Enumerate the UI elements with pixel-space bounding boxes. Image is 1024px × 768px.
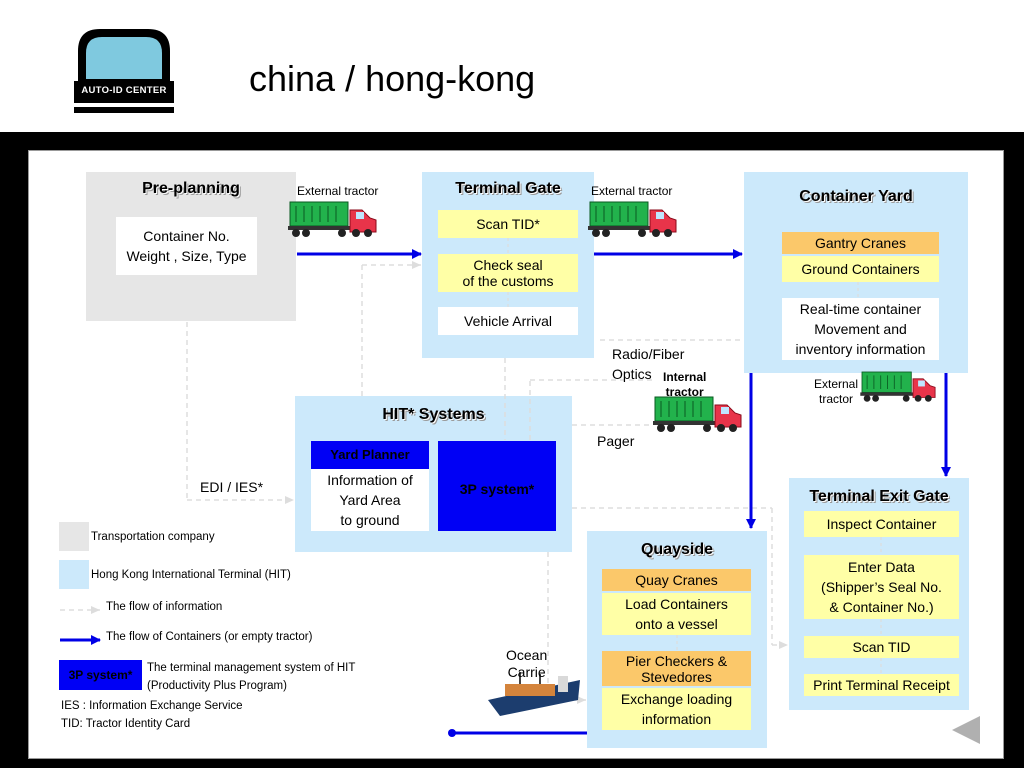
realtime-line-1: Real-time container: [799, 301, 922, 317]
ocean-carrier-label: Ocean Carrie: [506, 647, 547, 681]
gantry-cranes-box: Gantry Cranes: [782, 232, 939, 254]
print-receipt-box: Print Terminal Receipt: [804, 674, 959, 696]
legend-container-flow-text: The flow of Containers (or empty tractor…: [106, 631, 313, 643]
optics-line: Optics: [612, 366, 652, 382]
weight-size-type-text: Weight , Size, Type: [126, 248, 247, 264]
pier-checkers-box: Pier Checkers & Stevedores: [602, 651, 751, 686]
external-tractor-label-1: External tractor: [297, 184, 379, 198]
pier-line-1: Pier Checkers &: [625, 652, 728, 669]
inspect-container-box: Inspect Container: [804, 511, 959, 537]
vehicle-arrival-text: Vehicle Arrival: [464, 313, 552, 329]
container-no-text: Container No.: [143, 228, 230, 244]
quayside-panel: Quayside Quay Cranes Load Containers ont…: [587, 531, 767, 748]
exit-gate-panel: Terminal Exit Gate Inspect Container Ent…: [789, 478, 969, 710]
legend-threep-desc: The terminal management system of HIT (P…: [147, 659, 355, 695]
legend-threep-box: 3P system*: [59, 660, 142, 690]
ground-containers-box: Ground Containers: [782, 256, 939, 282]
threep-system-text: 3P system*: [459, 481, 535, 497]
scan-tid-exit-box: Scan TID: [804, 636, 959, 658]
carrier-line: Carrie: [507, 664, 546, 680]
legend-blue-swatch: [59, 560, 89, 589]
inspect-container-text: Inspect Container: [826, 516, 937, 532]
enter-data-box: Enter Data (Shipper’s Seal No. & Contain…: [804, 555, 959, 619]
scan-tid-text: Scan TID*: [476, 216, 540, 232]
legend-threep-desc-line-1: The terminal management system of HIT: [147, 662, 356, 674]
exit-gate-title: Terminal Exit Gate: [809, 488, 949, 505]
enter-line-1: Enter Data: [848, 559, 915, 575]
legend-transport-text: Transportation company: [91, 531, 215, 543]
terminal-gate-title: Terminal Gate: [455, 180, 561, 197]
external-label-line: External: [814, 377, 859, 391]
yard-planner-box: Yard Planner: [311, 441, 429, 469]
page-title: china / hong-kong: [249, 58, 536, 99]
preplanning-title: Pre-planning: [142, 180, 240, 197]
terminal-gate-panel: Terminal Gate Scan TID* Check seal of th…: [422, 172, 594, 358]
scan-tid-exit-text: Scan TID: [852, 639, 911, 655]
previous-slide-icon: [952, 716, 980, 744]
ship-icon: [488, 672, 580, 716]
exchange-line-2: information: [641, 711, 712, 727]
enter-line-2: (Shipper’s Seal No.: [821, 579, 942, 595]
gantry-cranes-text: Gantry Cranes: [814, 235, 907, 251]
legend-grey-swatch: [59, 522, 89, 551]
vehicle-arrival-box: Vehicle Arrival: [438, 307, 578, 335]
quay-cranes-text: Quay Cranes: [635, 572, 718, 588]
customs-text: of the customs: [462, 273, 554, 289]
external-tractor-label-3: External tractor: [814, 377, 858, 407]
yard-info-line-1: Information of: [327, 472, 413, 488]
external-tractor-label-2: External tractor: [591, 184, 673, 198]
ground-containers-text: Ground Containers: [801, 261, 920, 277]
load-line-2: onto a vessel: [635, 616, 718, 632]
yard-info-line-3: to ground: [340, 512, 400, 528]
yard-info-line-2: Yard Area: [339, 492, 401, 508]
pier-line-2: Stevedores: [641, 668, 712, 685]
legend-threep-text: 3P system*: [68, 668, 133, 682]
legend-info-flow-text: The flow of information: [106, 601, 223, 613]
container-yard-title: Container Yard: [799, 188, 913, 205]
internal-tractor-label-line: tractor: [665, 385, 704, 399]
realtime-line-3: inventory information: [795, 341, 926, 357]
radio-fiber-line: Radio/Fiber: [612, 346, 685, 362]
check-seal-text: Check seal: [473, 257, 543, 273]
realtime-info-box: Real-time container Movement and invento…: [782, 298, 939, 360]
internal-tractor-label: Internal tractor: [663, 370, 706, 400]
exchange-loading-box: Exchange loading information: [602, 688, 751, 730]
realtime-line-2: Movement and: [814, 321, 907, 337]
internal-tractor-truck: [652, 396, 742, 433]
external-tractor-truck-1: [287, 201, 377, 238]
legend-hit-text: Hong Kong International Terminal (HIT): [91, 569, 291, 581]
yard-info-box: Information of Yard Area to ground: [311, 469, 429, 531]
pager-label: Pager: [597, 433, 635, 449]
load-line-1: Load Containers: [625, 596, 728, 612]
preplanning-panel: Pre-planning Container No. Weight , Size…: [86, 172, 296, 321]
yard-planner-text: Yard Planner: [330, 447, 410, 462]
logo-text: AUTO-ID CENTER: [81, 85, 167, 96]
scan-tid-box: Scan TID*: [438, 210, 578, 238]
auto-id-center-logo: AUTO-ID CENTER: [74, 27, 174, 113]
legend-ies-text: IES : Information Exchange Service: [61, 700, 243, 712]
legend-tid-text: TID: Tractor Identity Card: [61, 718, 191, 730]
legend-threep-desc-line-2: (Productivity Plus Program): [147, 680, 287, 692]
tractor-label-line: tractor: [819, 392, 854, 406]
threep-system-box: 3P system*: [438, 441, 556, 531]
internal-label-line: Internal: [663, 370, 707, 384]
check-seal-box: Check seal of the customs: [438, 254, 578, 292]
quay-cranes-box: Quay Cranes: [602, 569, 751, 591]
radio-fiber-label: Radio/Fiber Optics: [612, 344, 684, 384]
edi-ies-label: EDI / IES*: [200, 479, 264, 495]
enter-line-3: & Container No.): [829, 599, 934, 615]
external-tractor-truck-2: [587, 201, 677, 238]
quayside-title: Quayside: [640, 541, 714, 558]
hit-systems-title: HIT* Systems: [382, 406, 485, 423]
exchange-line-1: Exchange loading: [620, 691, 733, 707]
external-tractor-truck-3: [859, 371, 936, 403]
load-containers-box: Load Containers onto a vessel: [602, 593, 751, 635]
ocean-line: Ocean: [506, 647, 548, 663]
hit-systems-panel: HIT* Systems Yard Planner Information of…: [295, 396, 572, 552]
container-info-box: Container No. Weight , Size, Type: [116, 217, 257, 275]
container-yard-panel: Container Yard Gantry Cranes Ground Cont…: [744, 172, 968, 373]
print-receipt-text: Print Terminal Receipt: [813, 677, 950, 693]
